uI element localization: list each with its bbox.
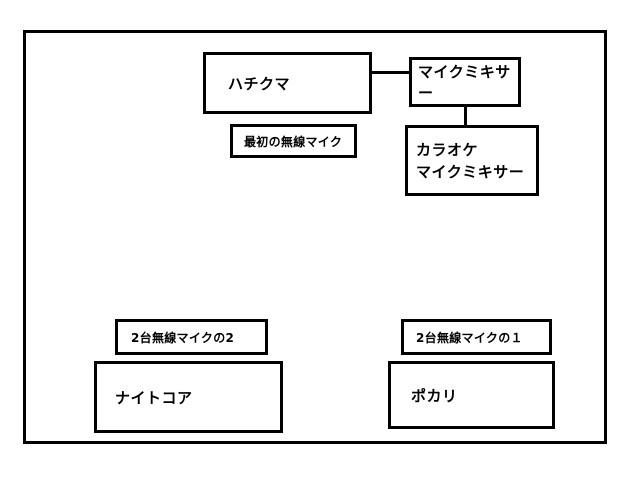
node-hachikuma-label: ハチクマ: [228, 74, 291, 93]
node-karaoke-mixer-line1: カラオケ: [416, 140, 479, 159]
node-first-wireless-mic-label: 最初の無線マイク: [244, 134, 343, 149]
node-naitokoa-label: ナイトコア: [115, 388, 193, 407]
node-karaoke-mixer: カラオケ マイクミキサー: [405, 125, 539, 196]
node-mic-mixer: マイクミキサー: [409, 57, 521, 107]
node-dual-mic-2-label: 2台無線マイクの2: [131, 330, 235, 345]
diagram-frame: [23, 30, 607, 444]
node-pokari: ポカリ: [388, 361, 555, 429]
node-naitokoa: ナイトコア: [94, 361, 283, 433]
node-dual-mic-1-label: 2台無線マイクの１: [416, 330, 523, 345]
node-first-wireless-mic: 最初の無線マイク: [230, 124, 357, 158]
node-hachikuma: ハチクマ: [203, 52, 372, 114]
node-mic-mixer-label: マイクミキサー: [418, 63, 511, 102]
connector-hachikuma-mixer: [369, 71, 412, 74]
node-pokari-label: ポカリ: [411, 386, 458, 405]
node-dual-mic-1: 2台無線マイクの１: [401, 319, 552, 355]
connector-mixer-karaoke: [464, 106, 467, 127]
node-dual-mic-2: 2台無線マイクの2: [115, 319, 268, 355]
node-karaoke-mixer-line2: マイクミキサー: [416, 162, 525, 181]
